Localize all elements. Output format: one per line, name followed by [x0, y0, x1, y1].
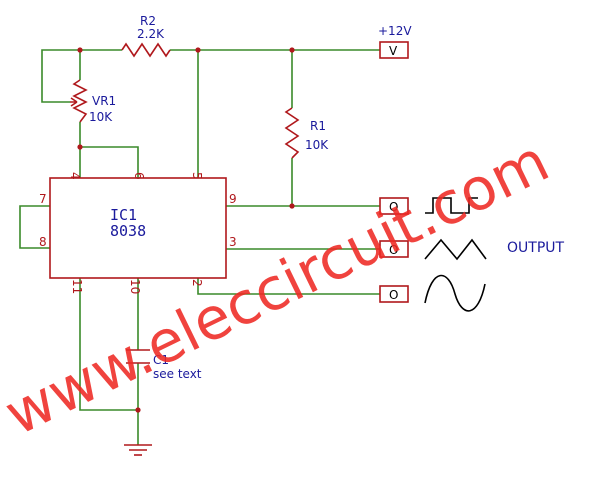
square-out-box — [379, 197, 409, 215]
triangle-wave-icon — [424, 238, 487, 261]
vr1-zigzag — [72, 79, 88, 123]
pin-2: 2 — [190, 279, 204, 287]
junction-dot — [135, 407, 141, 413]
output-connectors: O O O OUTPUT — [379, 197, 565, 303]
pin7-8-link — [19, 205, 50, 249]
pin-4: 4 — [68, 172, 82, 180]
junction-dot — [77, 47, 83, 53]
sine-wave-icon — [424, 274, 486, 312]
r2-value: 2.2K — [137, 27, 165, 41]
ic1-part: 8038 — [110, 222, 146, 240]
r1-value: 10K — [305, 138, 329, 152]
pin6-wire — [80, 146, 139, 178]
pin-8: 8 — [39, 235, 47, 249]
square-wave-icon — [425, 197, 478, 214]
pin-7: 7 — [39, 192, 47, 206]
c1-note: see text — [153, 367, 202, 381]
vr1-wiper-arrow — [70, 97, 78, 107]
junctions — [77, 47, 295, 413]
supply-pin-text: V — [389, 44, 398, 58]
c1-ref: C1 — [153, 353, 169, 367]
wires — [19, 49, 380, 445]
ground-symbol — [124, 444, 152, 456]
junction-dot — [195, 47, 201, 53]
square-out-text: O — [389, 200, 398, 214]
resistor-r2: R2 2.2K — [121, 14, 171, 58]
waveforms — [424, 197, 487, 312]
pin-9: 9 — [229, 192, 237, 206]
vr1-loop-wire — [41, 49, 80, 103]
r2-ref: R2 — [140, 14, 156, 28]
ic1-ref: IC1 — [110, 206, 137, 224]
output-label: OUTPUT — [507, 240, 565, 256]
sine-out-box — [379, 285, 409, 303]
junction-dot — [77, 144, 83, 150]
pin-5: 5 — [190, 172, 204, 180]
r1-ref: R1 — [310, 119, 326, 133]
supply-connector: +12V V — [378, 24, 412, 59]
pin-6: 6 — [132, 172, 146, 180]
supply-label: +12V — [378, 24, 412, 38]
pin-3: 3 — [229, 235, 237, 249]
vr1-ref: VR1 — [92, 94, 116, 108]
junction-dot — [289, 203, 295, 209]
pin-10: 10 — [128, 279, 142, 294]
sine-out-text: O — [389, 288, 398, 302]
pin-11: 11 — [70, 279, 84, 294]
capacitor-c1: C1 see text — [126, 349, 202, 381]
ic1-8038: IC1 8038 7 8 4 6 5 9 3 2 11 10 — [39, 172, 237, 294]
vr1-value: 10K — [89, 110, 113, 124]
triangle-out-text: O — [389, 243, 398, 257]
supply-box — [379, 41, 409, 59]
junction-dot — [289, 47, 295, 53]
pin11-wire — [79, 278, 138, 411]
pin2-out-wire — [197, 278, 380, 295]
triangle-out-box — [379, 240, 409, 258]
ic1-body — [49, 177, 227, 279]
potentiometer-vr1: VR1 10K — [70, 79, 116, 124]
r1-zigzag — [284, 107, 300, 159]
r2-zigzag — [121, 42, 171, 58]
resistor-r1: R1 10K — [284, 107, 329, 159]
